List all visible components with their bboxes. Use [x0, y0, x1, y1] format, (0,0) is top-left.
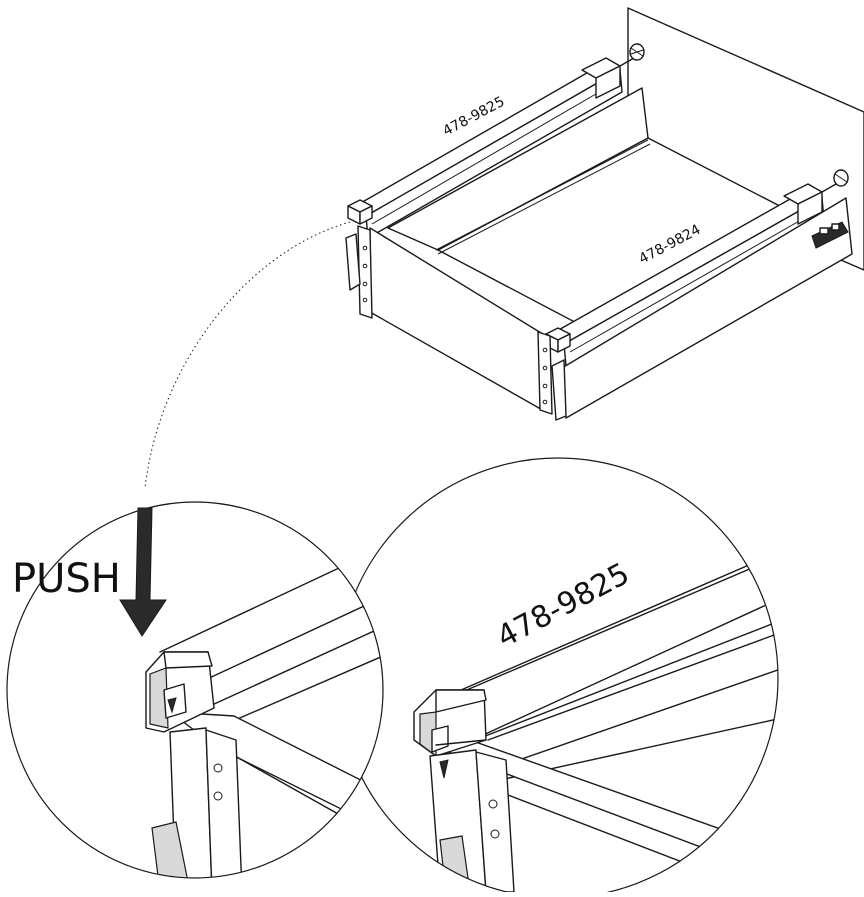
detail-circle-left-outline: [6, 501, 384, 879]
top-rail: [347, 43, 645, 239]
runner-mark: [811, 221, 849, 249]
arrow-down-icon: [119, 507, 167, 637]
detail-circle-after: 478-9825: [337, 457, 779, 897]
callout-leader-line: [144, 221, 351, 489]
bottom-rail: [545, 169, 849, 367]
drawer-isometric-view: 478-9825 478-9824: [345, 7, 864, 421]
drawer-back-panel: [387, 87, 649, 251]
detail-circle-push: PUSH: [6, 501, 384, 879]
push-instruction: PUSH: [12, 556, 121, 602]
